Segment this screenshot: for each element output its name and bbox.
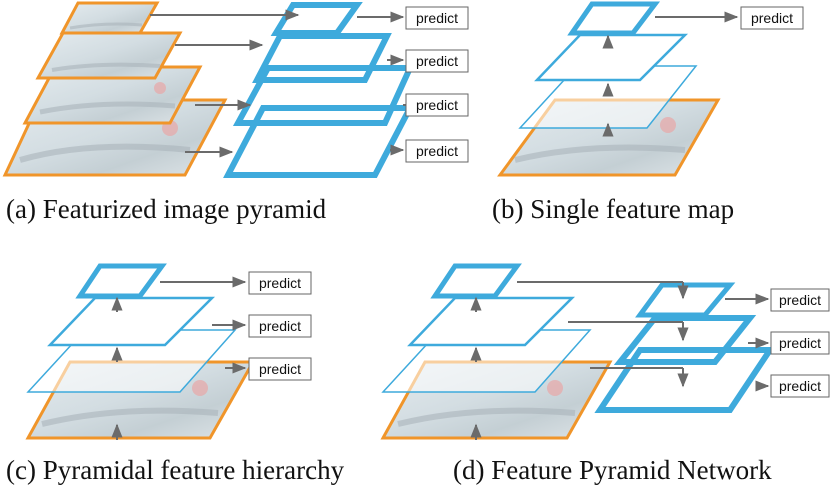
predict-box-a-3: predict bbox=[405, 93, 469, 117]
image-tile-a-3 bbox=[22, 65, 203, 125]
predict-box-c-3: predict bbox=[248, 357, 312, 381]
predict-label: predict bbox=[779, 335, 821, 351]
predict-box-a-1: predict bbox=[405, 6, 469, 30]
feature-map-a-3 bbox=[232, 65, 415, 126]
predict-box-c-1: predict bbox=[248, 271, 312, 295]
feature-map-c-2 bbox=[47, 296, 216, 347]
predict-box-a-4: predict bbox=[405, 139, 469, 163]
feature-map-d-right-2 bbox=[613, 315, 757, 365]
predict-label: predict bbox=[416, 10, 458, 26]
feature-map-d-left-1 bbox=[430, 263, 522, 299]
feature-map-a-2 bbox=[252, 33, 392, 83]
predict-label: predict bbox=[259, 361, 301, 377]
predict-label: predict bbox=[416, 97, 458, 113]
panel-c: predict predict predict bbox=[25, 263, 312, 440]
predict-label: predict bbox=[416, 143, 458, 159]
predict-box-d-1: predict bbox=[770, 288, 830, 312]
panel-b: predict bbox=[497, 1, 804, 177]
predict-label: predict bbox=[259, 318, 301, 334]
predict-box-c-2: predict bbox=[248, 314, 312, 338]
feature-map-a-4 bbox=[223, 105, 415, 178]
caption-b: (b) Single feature map bbox=[492, 194, 735, 224]
image-tile-a-2 bbox=[35, 31, 183, 80]
predict-box-d-2: predict bbox=[770, 331, 830, 355]
predict-box-d-3: predict bbox=[770, 374, 830, 398]
feature-map-a-1 bbox=[270, 1, 363, 36]
feature-map-c-1 bbox=[75, 263, 167, 299]
predict-label: predict bbox=[259, 275, 301, 291]
predict-label: predict bbox=[779, 292, 821, 308]
feature-map-b-3 bbox=[518, 65, 698, 129]
image-tile-a-1 bbox=[59, 1, 160, 35]
caption-a: (a) Featurized image pyramid bbox=[6, 194, 327, 224]
feature-map-d-right-1 bbox=[635, 282, 736, 318]
feature-map-b-1 bbox=[567, 1, 661, 36]
caption-d: (d) Feature Pyramid Network bbox=[453, 455, 772, 485]
panel-d: predict predict predict bbox=[380, 263, 830, 440]
predict-label: predict bbox=[751, 10, 793, 26]
panel-a: predict predict predict predict bbox=[2, 1, 469, 178]
predict-box-a-2: predict bbox=[405, 49, 469, 73]
predict-box-b: predict bbox=[740, 6, 804, 30]
predict-label: predict bbox=[779, 378, 821, 394]
caption-c: (c) Pyramidal feature hierarchy bbox=[6, 455, 345, 485]
feature-map-b-2 bbox=[534, 33, 689, 82]
feature-map-d-left-2 bbox=[407, 296, 576, 347]
predict-label: predict bbox=[416, 53, 458, 69]
